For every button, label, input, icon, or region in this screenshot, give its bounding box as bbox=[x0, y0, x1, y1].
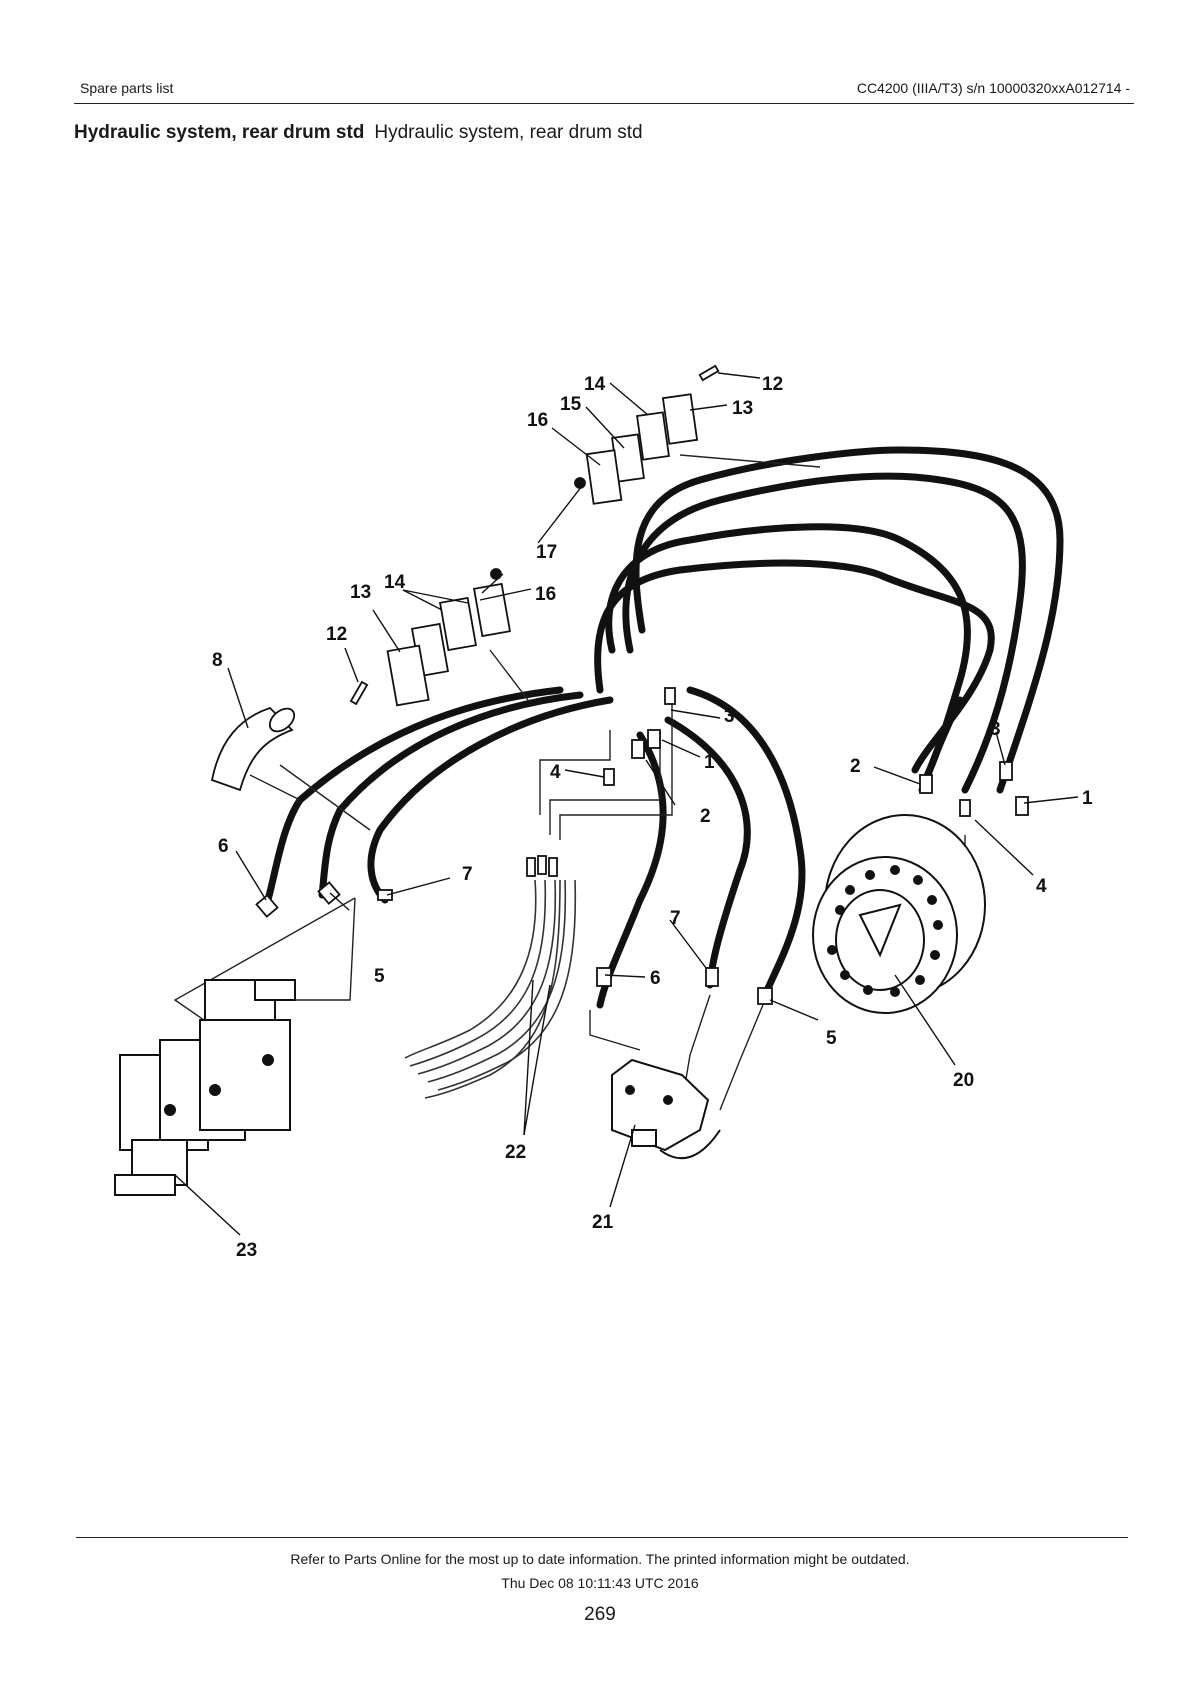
callout-15: 15 bbox=[560, 394, 582, 415]
hose-left-5 bbox=[318, 691, 584, 899]
fitting-4-top bbox=[603, 768, 615, 786]
header-machine-serial: CC4200 (IIIA/T3) s/n 10000320xxA012714 - bbox=[856, 80, 1130, 96]
footer-timestamp: Thu Dec 08 10:11:43 UTC 2016 bbox=[501, 1575, 699, 1591]
part-21-motor bbox=[611, 1058, 721, 1160]
callout-3-center: 3 bbox=[724, 706, 735, 727]
callout-21: 21 bbox=[592, 1212, 614, 1233]
hose-left-7 bbox=[367, 696, 614, 904]
callout-14-top: 14 bbox=[584, 374, 606, 395]
part-8-hose-elbow bbox=[210, 706, 296, 792]
callout-2-right: 2 bbox=[850, 756, 861, 777]
clamp-assembly-lower bbox=[349, 568, 511, 707]
callout-20: 20 bbox=[953, 1070, 974, 1091]
fitting-7-down bbox=[705, 967, 719, 987]
bundle-fitting-1 bbox=[526, 857, 536, 877]
hose-fittings bbox=[255, 687, 1029, 1005]
callout-23: 23 bbox=[236, 1240, 257, 1261]
fitting-3-top bbox=[664, 687, 676, 705]
callout-12-top: 12 bbox=[762, 374, 783, 395]
callout-1-right: 1 bbox=[1082, 788, 1093, 809]
header-divider bbox=[74, 103, 1134, 104]
bundle-fitting-2 bbox=[537, 855, 547, 875]
clamp-assembly-upper bbox=[574, 364, 720, 505]
page-title-regular: Hydraulic system, rear drum std bbox=[374, 122, 643, 143]
callout-12-mid: 12 bbox=[326, 624, 347, 645]
callout-22: 22 bbox=[505, 1142, 526, 1163]
fitting-2-right bbox=[919, 774, 933, 794]
callout-8: 8 bbox=[212, 650, 223, 671]
callout-14-mid: 14 bbox=[384, 572, 406, 593]
fitting-4-right bbox=[959, 799, 971, 817]
callout-17: 17 bbox=[536, 542, 557, 563]
callout-1-center: 1 bbox=[704, 752, 715, 773]
callout-3-right: 3 bbox=[990, 719, 1001, 740]
page-number: 269 bbox=[584, 1604, 616, 1625]
fitting-3-right bbox=[999, 761, 1013, 781]
hose-upper-1 bbox=[632, 446, 1064, 794]
hose-upper-4 bbox=[594, 559, 995, 774]
callout-5-bottom: 5 bbox=[826, 1028, 837, 1049]
page-title: Hydraulic system, rear drum std Hydraulic… bbox=[74, 122, 643, 144]
callout-2-center: 2 bbox=[700, 806, 711, 827]
fitting-6-down bbox=[596, 967, 612, 987]
hose-upper-2 bbox=[622, 472, 1026, 794]
footer-divider bbox=[76, 1537, 1128, 1538]
part-23-pump bbox=[114, 979, 296, 1196]
callout-5-left: 5 bbox=[374, 966, 385, 987]
callout-6-bottom: 6 bbox=[650, 968, 661, 989]
callout-4-center: 4 bbox=[550, 762, 561, 783]
fitting-5-left bbox=[317, 881, 341, 905]
callout-7-left: 7 bbox=[462, 864, 473, 885]
callout-labels: 12 14 13 15 16 17 14 16 13 12 8 3 1 4 2 … bbox=[212, 374, 1093, 1261]
callout-4-right: 4 bbox=[1036, 876, 1047, 897]
fitting-1-right bbox=[1015, 796, 1029, 816]
part-20-drum-motor bbox=[812, 814, 986, 1014]
callout-13-top: 13 bbox=[732, 398, 753, 419]
header-document-type: Spare parts list bbox=[80, 80, 174, 96]
hose-left-6 bbox=[261, 686, 564, 914]
leader-lines bbox=[174, 372, 1079, 1236]
hose-upper-3 bbox=[605, 523, 971, 784]
hose-down-5 bbox=[686, 686, 806, 999]
callout-16-top: 16 bbox=[527, 410, 548, 431]
callout-16-mid: 16 bbox=[535, 584, 556, 605]
hose-bundle-22 bbox=[404, 879, 577, 1099]
footer-disclaimer: Refer to Parts Online for the most up to… bbox=[290, 1551, 910, 1567]
fitting-7-left bbox=[377, 889, 393, 901]
fitting-1-top bbox=[647, 729, 661, 749]
hose-down-7 bbox=[664, 716, 751, 989]
fitting-2-top bbox=[631, 739, 645, 759]
fitting-5-down bbox=[757, 987, 773, 1005]
callout-6-left: 6 bbox=[218, 836, 229, 857]
page-title-bold: Hydraulic system, rear drum std bbox=[74, 122, 365, 143]
fitting-6-left bbox=[255, 894, 279, 918]
callout-13-mid: 13 bbox=[350, 582, 371, 603]
hydraulic-hoses bbox=[261, 446, 1064, 1009]
bundle-fitting-3 bbox=[548, 857, 558, 877]
callout-7-bottom: 7 bbox=[670, 908, 681, 929]
connector-lines bbox=[173, 454, 966, 1111]
